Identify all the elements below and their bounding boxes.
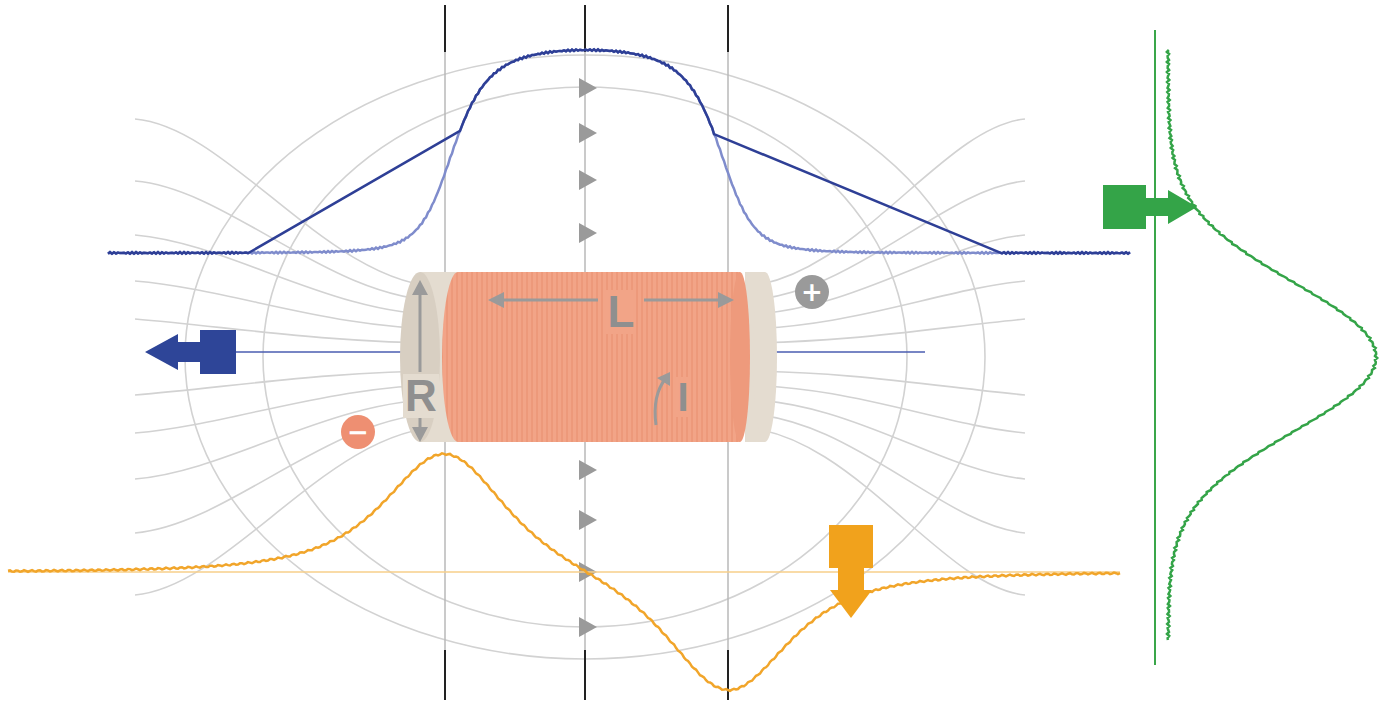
- negative-terminal: −: [341, 415, 375, 449]
- field-line: [735, 235, 1025, 315]
- terminal-sign: +: [801, 279, 823, 305]
- field-line: [135, 385, 445, 433]
- axial-field-curve-dark: [108, 49, 1130, 253]
- field-line: [735, 385, 1025, 433]
- sensor-arrows: [145, 185, 1197, 618]
- terminal-sign: −: [347, 419, 369, 445]
- field-line: [735, 413, 1025, 533]
- field-line: [135, 119, 445, 287]
- field-line: [135, 413, 445, 533]
- field-line: [735, 281, 1025, 329]
- positive-terminal: +: [795, 275, 829, 309]
- dimension-arrows: [412, 280, 734, 442]
- field-line: [135, 399, 445, 479]
- radius-label: R: [403, 374, 439, 418]
- radial-baseline: [8, 571, 1120, 573]
- current-label: I: [675, 377, 690, 417]
- transverse-profile-curve: [1167, 50, 1377, 640]
- direction-mark: [579, 170, 597, 190]
- green-sensor-arrow: [1103, 185, 1197, 229]
- length-label: L: [606, 290, 637, 334]
- green-baseline: [1154, 30, 1156, 665]
- orange-sensor-arrow: [829, 525, 873, 618]
- direction-mark: [579, 223, 597, 243]
- blue-sensor-arrow: [145, 330, 236, 374]
- direction-mark: [579, 510, 597, 530]
- field-line: [135, 371, 445, 395]
- direction-mark: [579, 123, 597, 143]
- field-line: [135, 427, 445, 595]
- field-curves: [8, 49, 1377, 690]
- direction-mark: [579, 460, 597, 480]
- solenoid-coil: [400, 272, 777, 442]
- field-line: [735, 399, 1025, 479]
- field-line: [735, 427, 1025, 595]
- field-line: [135, 235, 445, 315]
- field-line: [735, 181, 1025, 301]
- field-line: [735, 319, 1025, 343]
- field-line: [135, 319, 445, 343]
- axial-field-curve: [108, 49, 1130, 253]
- direction-mark: [579, 78, 597, 98]
- field-line: [135, 281, 445, 329]
- direction-mark: [579, 617, 597, 637]
- radial-field-curve: [8, 453, 1120, 690]
- field-line: [735, 371, 1025, 395]
